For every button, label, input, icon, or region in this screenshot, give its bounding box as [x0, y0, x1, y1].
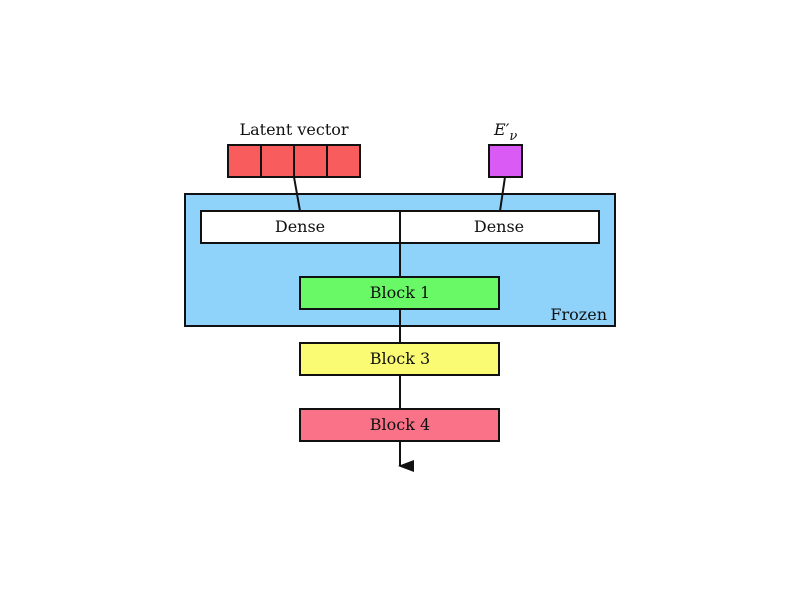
ev-label-sub: ν	[509, 129, 517, 144]
latent-vector-cell	[260, 144, 295, 178]
ev-input	[488, 144, 523, 178]
latent-vector-cell	[293, 144, 328, 178]
ev-label: E′ν	[493, 120, 517, 144]
latent-vector-cell	[227, 144, 262, 178]
latent-connector	[293, 176, 301, 212]
block-3-label: Block 3	[370, 349, 430, 368]
block-1-label: Block 1	[370, 283, 430, 302]
block-4	[299, 408, 500, 442]
dense-right-label: Dense	[474, 217, 524, 236]
dense-left-label: Dense	[275, 217, 325, 236]
ev-connector	[499, 176, 506, 212]
ev-label-main: E	[493, 120, 506, 139]
ev-label-prime: ′	[506, 120, 510, 139]
latent-vector	[227, 144, 361, 178]
frozen-label: Frozen	[550, 305, 607, 324]
block-1	[299, 276, 500, 310]
block-4-label: Block 4	[370, 415, 430, 434]
block-3	[299, 342, 500, 376]
latent-vector-label: Latent vector	[239, 120, 348, 139]
latent-vector-cell	[326, 144, 361, 178]
